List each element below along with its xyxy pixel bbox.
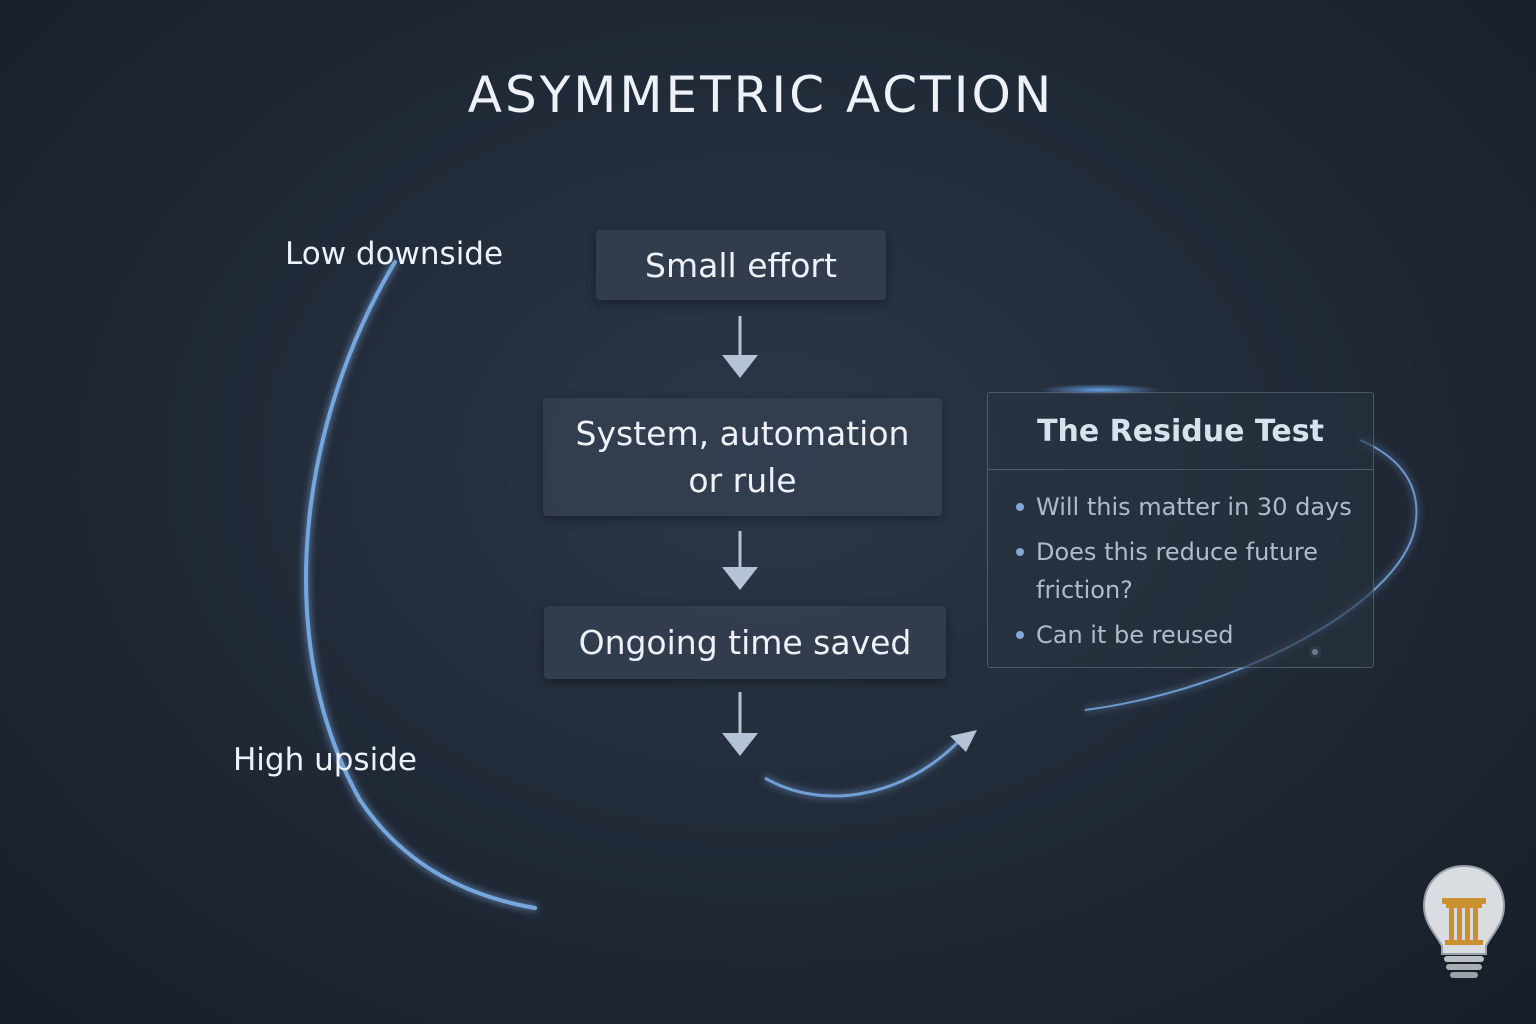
flow-box-system: System, automation or rule (543, 398, 942, 516)
flow-arrow-1 (722, 316, 758, 378)
flow-box-label: System, automation or rule (575, 414, 910, 500)
flow-box-label: Ongoing time saved (578, 623, 912, 662)
list-item: Does this reduce future friction? (1014, 533, 1366, 609)
flow-box-label: Small effort (645, 245, 837, 285)
flow-box-small-effort: Small effort (596, 230, 886, 300)
panel-swoosh (1084, 439, 1418, 711)
flow-box-time-saved: Ongoing time saved (544, 606, 946, 679)
lightbulb-column-icon (1422, 864, 1506, 978)
page-title: ASYMMETRIC ACTION (467, 66, 1055, 124)
residue-test-list: Will this matter in 30 days Does this re… (988, 470, 1373, 654)
flow-arrow-2 (722, 531, 758, 590)
residue-test-panel: The Residue Test Will this matter in 30 … (987, 392, 1374, 668)
residue-test-title: The Residue Test (988, 393, 1373, 470)
label-low-downside: Low downside (285, 236, 504, 272)
label-high-upside: High upside (233, 742, 417, 778)
bottom-curve-arrowhead (950, 730, 977, 752)
list-item: Can it be reused (1014, 616, 1366, 654)
flow-arrow-3 (722, 692, 758, 756)
list-item: Will this matter in 30 days (1014, 488, 1366, 526)
left-arc (304, 260, 537, 910)
bottom-curve (764, 740, 960, 798)
